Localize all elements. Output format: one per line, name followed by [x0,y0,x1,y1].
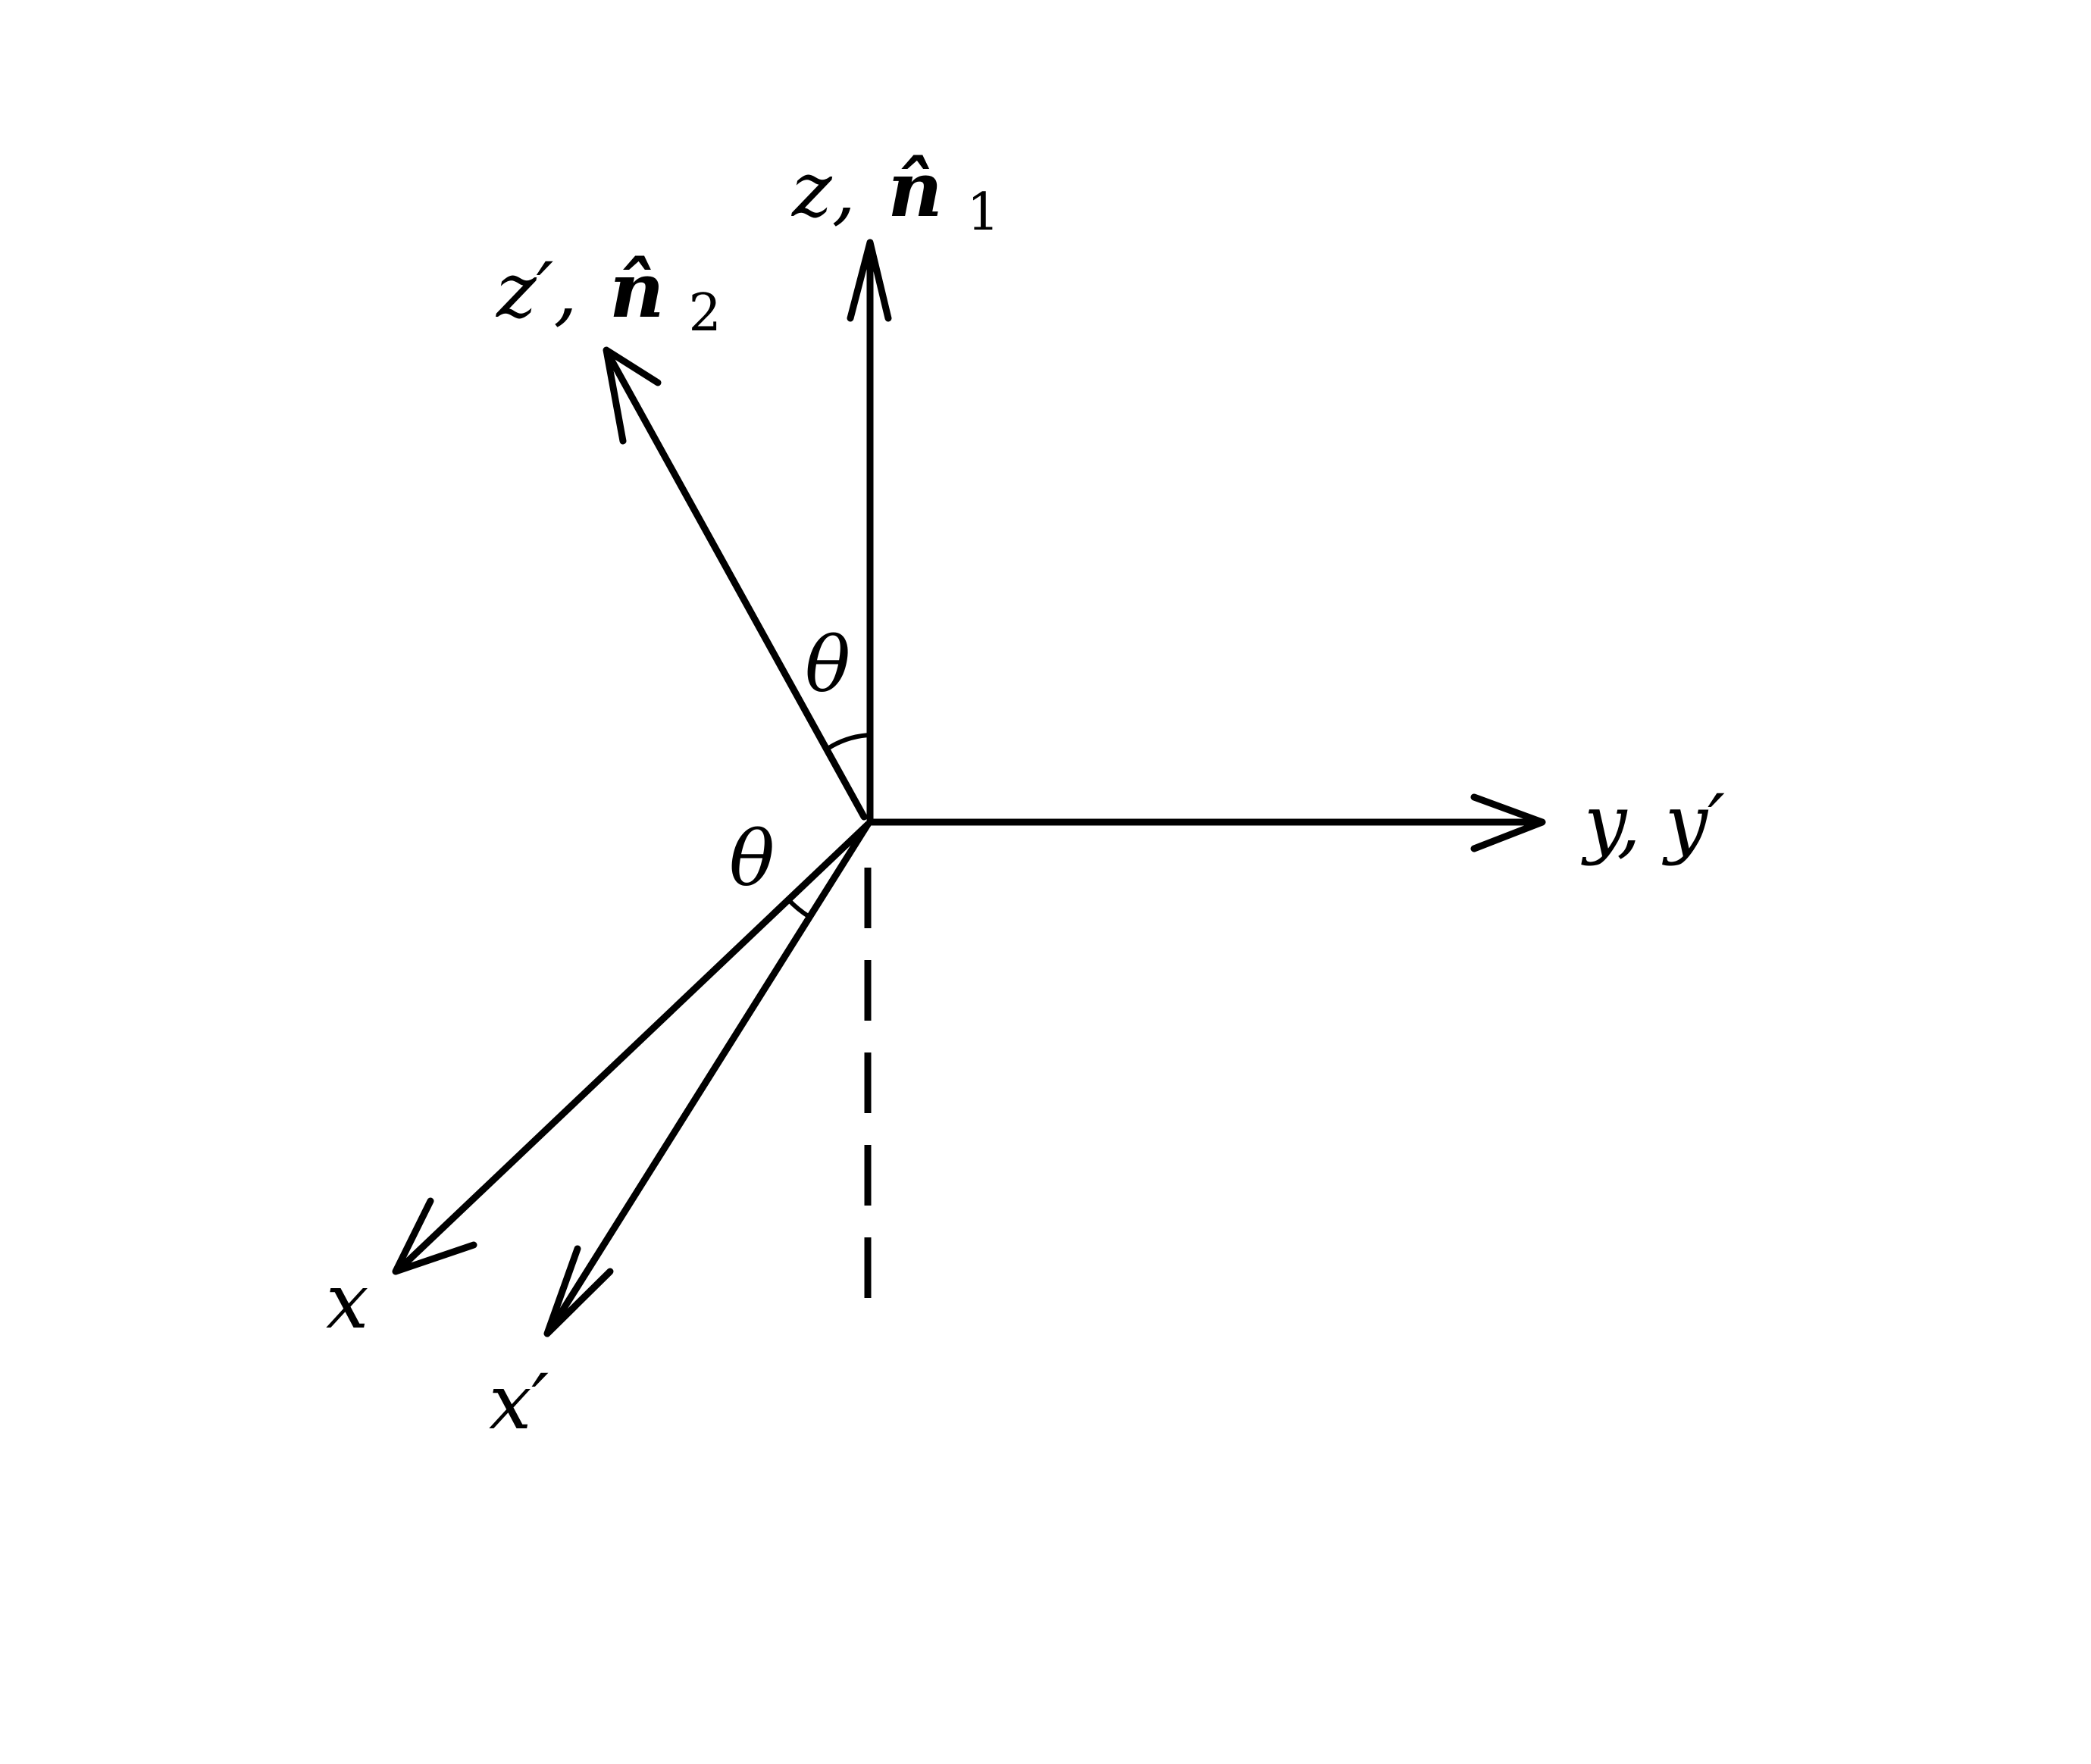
y-axis [866,793,1546,852]
x-prime-axis-label: x′ [489,1358,549,1447]
x-axis-arrowhead [392,1197,477,1275]
upper-angle-arc [826,733,871,751]
y-axis-label: y, y′ [1581,778,1725,867]
lower-angle-label: θ [729,815,775,903]
z-prime-axis [603,346,868,821]
x-prime-axis [543,821,872,1337]
x-prime-axis-arrowhead [543,1245,614,1337]
z-axis-arrowhead [847,239,892,322]
y-axis-arrowhead [1470,793,1546,852]
x-axis-label: x [326,1257,368,1346]
z-prime-axis-arrowhead [603,346,662,445]
z-axis [847,239,892,826]
z-prime-axis-label: z′, n̂ 2 [496,246,722,343]
lower-angle-arc [786,897,811,919]
z-axis-label: z, n̂ 1 [791,145,1000,242]
upper-angle-label: θ [805,621,850,709]
